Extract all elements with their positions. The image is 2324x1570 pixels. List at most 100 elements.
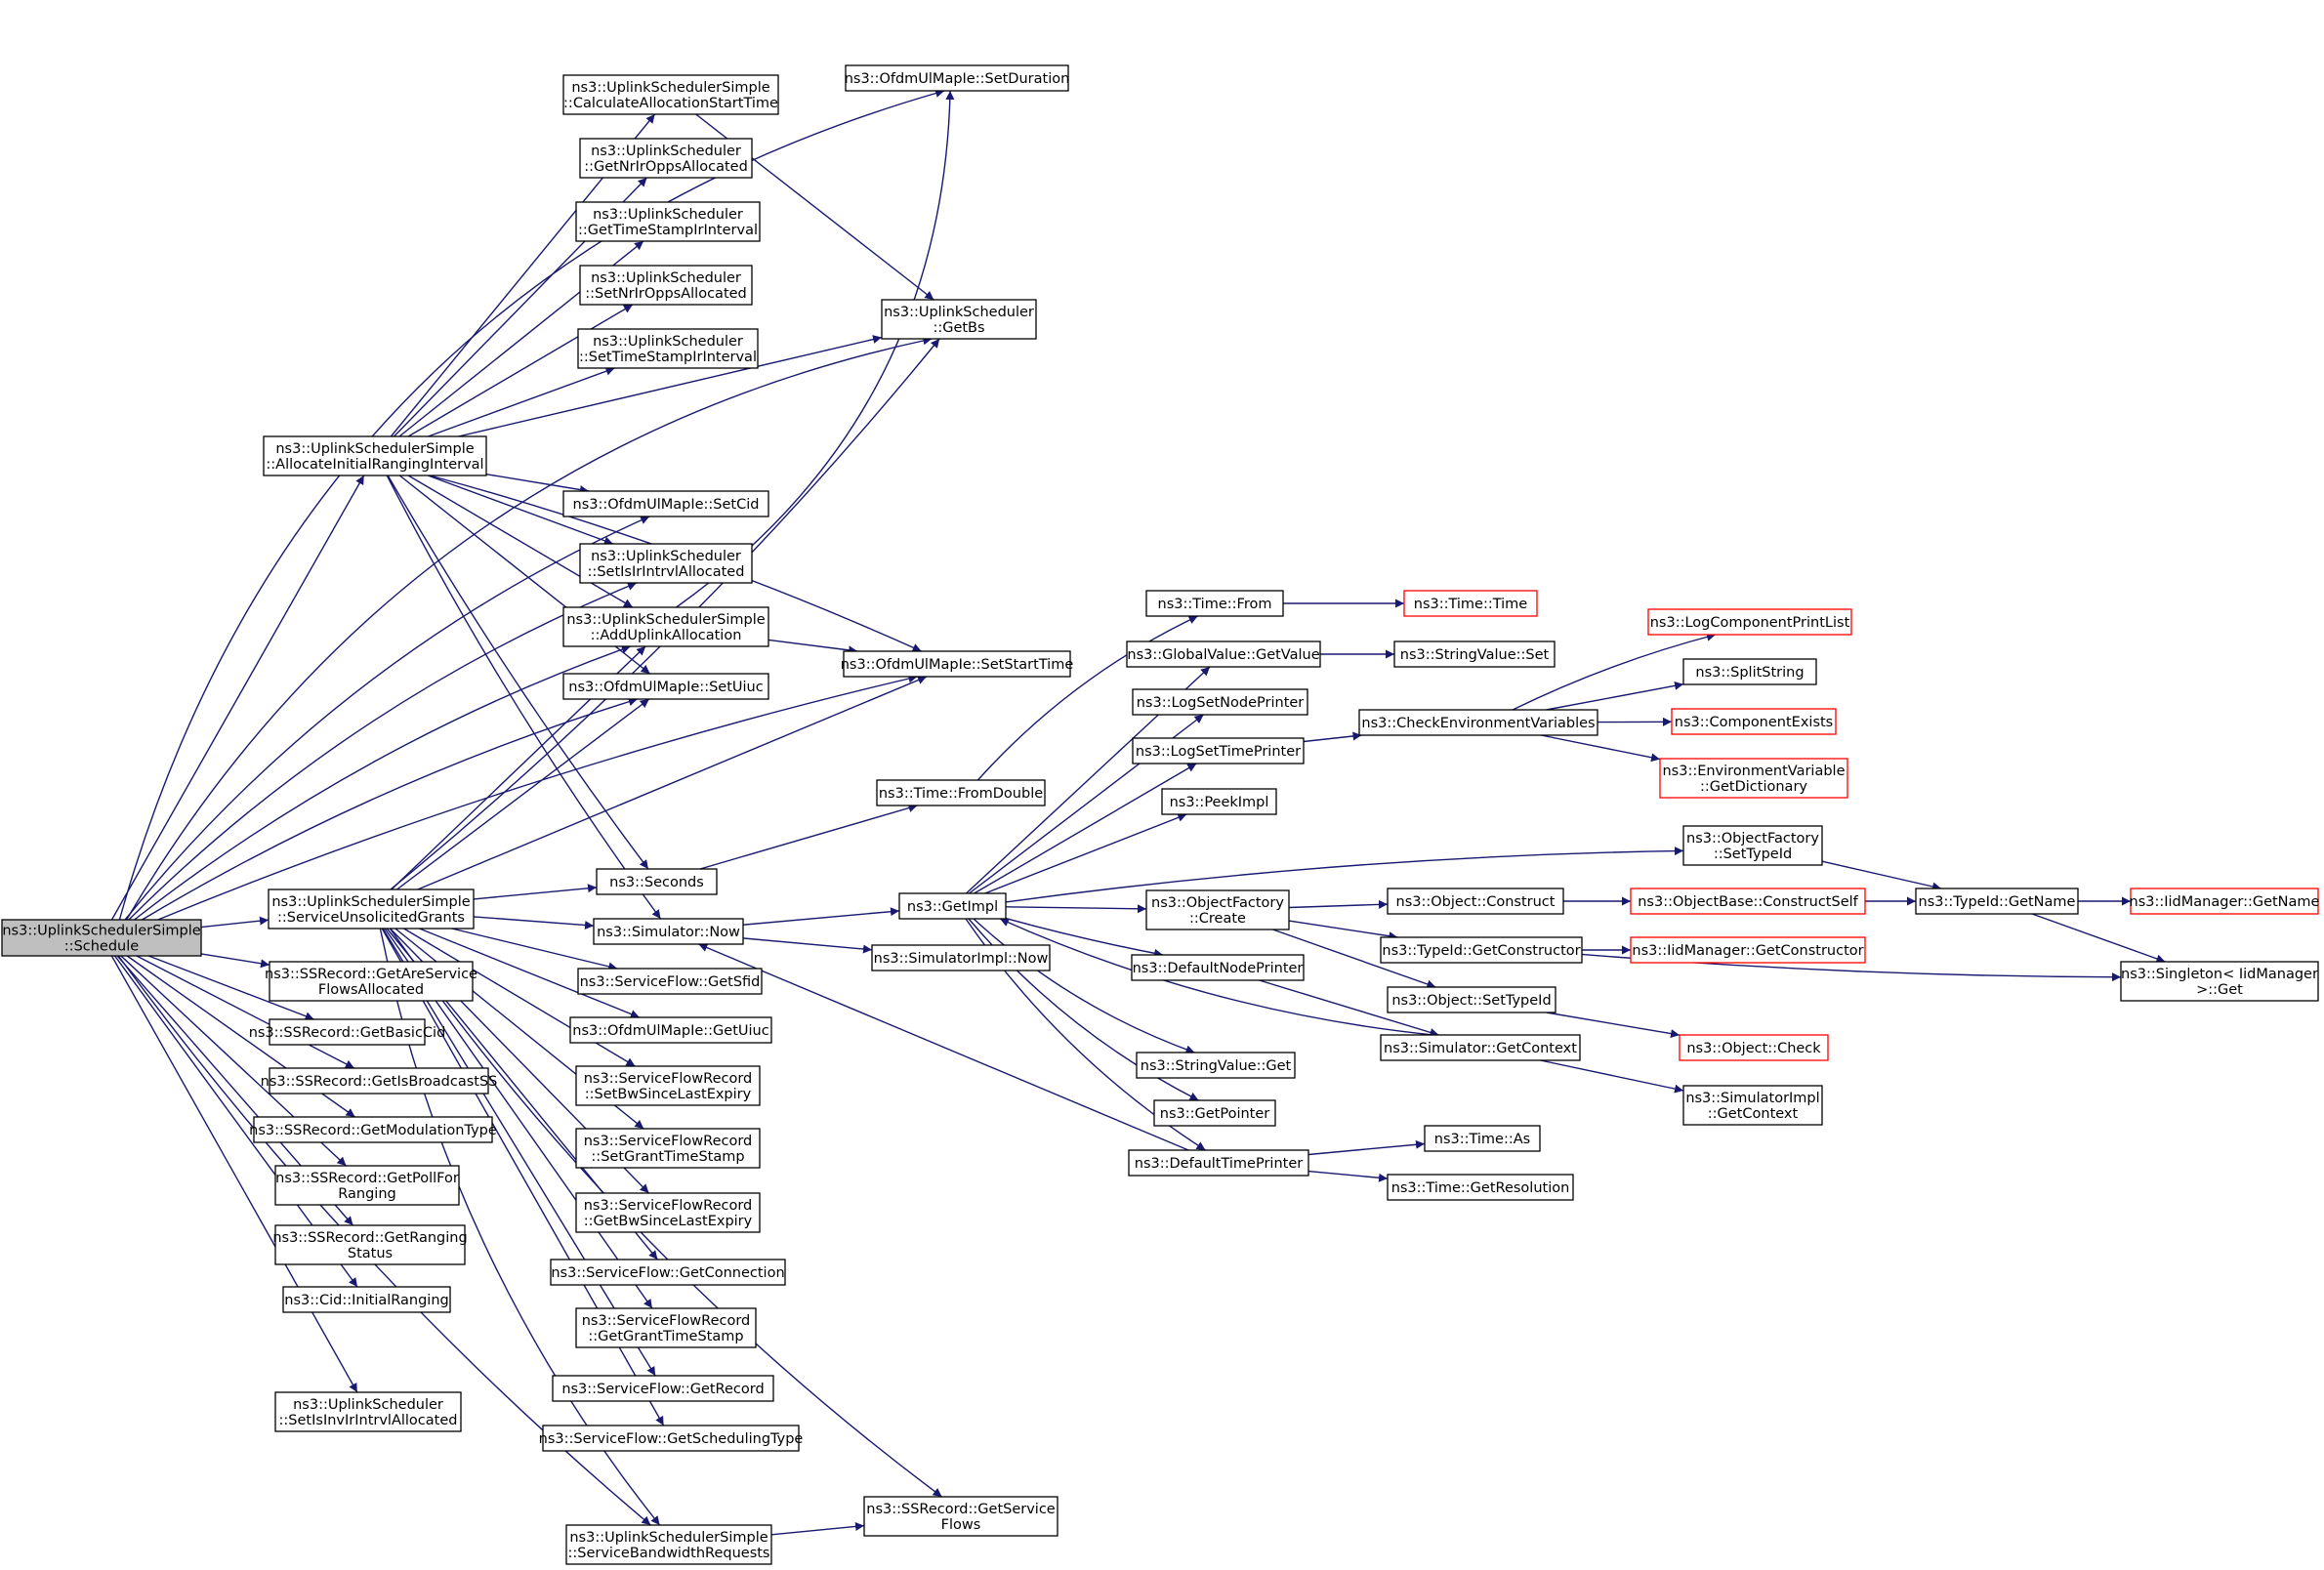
edge-fromDouble-to-timeFrom — [976, 615, 1198, 781]
node-label: ns3::StringValue::Set — [1400, 647, 1550, 663]
node-logPrint[interactable]: ns3::LogComponentPrintList — [1647, 608, 1852, 636]
node-label: ::GetBwSinceLastExpiry — [584, 1214, 753, 1229]
node-getImpl[interactable]: ns3::GetImpl — [898, 892, 1007, 920]
edge-allocInit-to-setIsIr — [427, 475, 614, 546]
node-box — [1161, 788, 1277, 815]
node-label: >::Get — [2196, 982, 2243, 998]
node-objCheck[interactable]: ns3::Object::Check — [1679, 1034, 1829, 1061]
node-getRecord[interactable]: ns3::ServiceFlow::GetRecord — [552, 1375, 774, 1402]
node-defNode[interactable]: ns3::DefaultNodePrinter — [1131, 954, 1305, 981]
node-logTime[interactable]: ns3::LogSetTimePrinter — [1132, 737, 1305, 764]
node-getGrant[interactable]: ns3::ServiceFlowRecord::GetGrantTimeStam… — [575, 1307, 757, 1348]
node-iidGetCtor[interactable]: ns3::IidManager::GetConstructor — [1630, 936, 1866, 964]
node-getBasicCid[interactable]: ns3::SSRecord::GetBasicCid — [249, 1018, 446, 1046]
node-box — [552, 1375, 774, 1402]
node-tidGetCtor[interactable]: ns3::TypeId::GetConstructor — [1380, 936, 1583, 964]
edge-logTime-to-checkEnv — [1303, 731, 1362, 743]
edge-defTime-to-timeAs — [1307, 1139, 1426, 1156]
node-getAreService[interactable]: ns3::SSRecord::GetAreServiceFlowsAllocat… — [265, 961, 477, 1002]
node-serviceUnsol[interactable]: ns3::UplinkSchedulerSimple::ServiceUnsol… — [268, 888, 475, 930]
node-allocInit[interactable]: ns3::UplinkSchedulerSimple::AllocateInit… — [263, 435, 487, 476]
node-compExists[interactable]: ns3::ComponentExists — [1671, 708, 1837, 735]
node-singletonGet[interactable]: ns3::Singleton< IidManager>::Get — [2120, 961, 2319, 1002]
node-timeAs[interactable]: ns3::Time::As — [1424, 1125, 1541, 1152]
node-setUiuc[interactable]: ns3::OfdmUlMapIe::SetUiuc — [562, 673, 769, 700]
node-ofCreate[interactable]: ns3::ObjectFactory::Create — [1145, 889, 1290, 930]
node-peekImpl[interactable]: ns3::PeekImpl — [1161, 788, 1277, 815]
node-checkEnv[interactable]: ns3::CheckEnvironmentVariables — [1358, 709, 1598, 736]
node-label: ns3::StringValue::Get — [1141, 1058, 1292, 1074]
edge-allocInit-to-simNow — [386, 475, 662, 920]
node-getBs[interactable]: ns3::UplinkScheduler::GetBs — [881, 299, 1037, 340]
node-splitString[interactable]: ns3::SplitString — [1682, 658, 1817, 685]
node-label: ns3::ComponentExists — [1675, 715, 1834, 730]
node-getModulation[interactable]: ns3::SSRecord::GetModulationType — [249, 1116, 497, 1143]
node-cidInit[interactable]: ns3::Cid::InitialRanging — [282, 1286, 451, 1313]
node-objSetTypeId[interactable]: ns3::Object::SetTypeId — [1387, 986, 1556, 1013]
node-timeRes[interactable]: ns3::Time::GetResolution — [1387, 1174, 1574, 1201]
edge-checkEnv-to-envDict — [1541, 734, 1661, 763]
node-simGetCtx[interactable]: ns3::Simulator::GetContext — [1380, 1034, 1581, 1061]
node-timeFrom[interactable]: ns3::Time::From — [1145, 590, 1284, 617]
node-box — [1145, 590, 1284, 617]
node-fromDouble[interactable]: ns3::Time::FromDouble — [876, 779, 1046, 806]
node-setCid[interactable]: ns3::OfdmUlMapIe::SetCid — [562, 490, 769, 517]
node-getNrIr[interactable]: ns3::UplinkScheduler::GetNrIrOppsAllocat… — [579, 138, 753, 179]
node-seconds[interactable]: ns3::Seconds — [596, 868, 718, 895]
node-setBwSince[interactable]: ns3::ServiceFlowRecord::SetBwSinceLastEx… — [575, 1065, 761, 1106]
node-schedule[interactable]: ns3::UplinkSchedulerSimple::Schedule — [1, 919, 202, 957]
node-box — [1387, 1174, 1574, 1201]
edge-seconds-to-fromDouble — [699, 804, 918, 870]
node-getConnection[interactable]: ns3::ServiceFlow::GetConnection — [550, 1259, 786, 1286]
node-setStart[interactable]: ns3::OfdmUlMapIe::SetStartTime — [841, 650, 1074, 678]
node-getSched[interactable]: ns3::ServiceFlow::GetSchedulingType — [539, 1425, 804, 1452]
node-setIsIr[interactable]: ns3::UplinkScheduler::SetIsIrIntrvlAlloc… — [579, 543, 753, 584]
node-box — [269, 1018, 426, 1046]
edge-allocInit-to-getBs — [458, 335, 883, 437]
node-box — [1682, 1085, 1823, 1126]
node-setGrant[interactable]: ns3::ServiceFlowRecord::SetGrantTimeStam… — [575, 1128, 761, 1169]
edge-checkEnv-to-splitString — [1546, 681, 1684, 711]
node-simImplNow[interactable]: ns3::SimulatorImpl::Now — [871, 944, 1051, 971]
node-layer: ns3::UplinkSchedulerSimple::Schedulens3:… — [1, 64, 2320, 1565]
node-timeTime[interactable]: ns3::Time::Time — [1403, 590, 1538, 617]
node-label: ::GetNrIrOppsAllocated — [584, 159, 748, 175]
node-svSet[interactable]: ns3::StringValue::Set — [1393, 640, 1556, 668]
node-calcAlloc[interactable]: ns3::UplinkSchedulerSimple::CalculateAll… — [562, 74, 779, 115]
node-gvGetValue[interactable]: ns3::GlobalValue::GetValue — [1126, 640, 1321, 668]
node-label: ns3::Object::Check — [1686, 1041, 1821, 1056]
node-box — [1136, 1052, 1296, 1079]
edge-defTime-to-simNow — [698, 943, 1189, 1151]
node-tidGetName[interactable]: ns3::TypeId::GetName — [1915, 888, 2079, 915]
node-objConstruct[interactable]: ns3::Object::Construct — [1387, 888, 1564, 915]
node-label: ns3::UplinkSchedulerSimple — [2, 924, 200, 939]
node-getSfid[interactable]: ns3::ServiceFlow::GetSfid — [577, 968, 763, 995]
node-setIsInv[interactable]: ns3::UplinkScheduler::SetIsInvIrIntrvlAl… — [274, 1391, 462, 1432]
node-getTimeStamp[interactable]: ns3::UplinkScheduler::GetTimeStampIrInte… — [575, 201, 761, 242]
node-getBwSince[interactable]: ns3::ServiceFlowRecord::GetBwSinceLastEx… — [575, 1192, 761, 1233]
node-simNow[interactable]: ns3::Simulator::Now — [593, 918, 744, 945]
node-getIsBroadcast[interactable]: ns3::SSRecord::GetIsBroadcastSS — [261, 1067, 498, 1095]
node-simImplGetCtx[interactable]: ns3::SimulatorImpl::GetContext — [1682, 1085, 1823, 1126]
node-getUiuc[interactable]: ns3::OfdmUlMapIe::GetUiuc — [569, 1016, 772, 1044]
node-obConstructSelf[interactable]: ns3::ObjectBase::ConstructSelf — [1630, 888, 1866, 915]
node-ofSetTypeId[interactable]: ns3::ObjectFactory::SetTypeId — [1682, 825, 1823, 866]
node-envDict[interactable]: ns3::EnvironmentVariable::GetDictionary — [1659, 758, 1848, 799]
node-svGet[interactable]: ns3::StringValue::Get — [1136, 1052, 1296, 1079]
node-serviceBw[interactable]: ns3::UplinkSchedulerSimple::ServiceBandw… — [565, 1524, 772, 1565]
node-addUplink[interactable]: ns3::UplinkSchedulerSimple::AddUplinkAll… — [562, 606, 769, 647]
node-defTime[interactable]: ns3::DefaultTimePrinter — [1128, 1149, 1309, 1177]
node-setNrIr[interactable]: ns3::UplinkScheduler::SetNrIrOppsAllocat… — [579, 265, 753, 306]
node-getPointer[interactable]: ns3::GetPointer — [1153, 1099, 1276, 1127]
node-box — [845, 64, 1069, 92]
node-setDuration[interactable]: ns3::OfdmUlMapIe::SetDuration — [845, 64, 1070, 92]
node-logNode[interactable]: ns3::LogSetNodePrinter — [1132, 688, 1308, 716]
node-iidGetName[interactable]: ns3::IidManager::GetName — [2130, 888, 2320, 915]
edge-serviceUnsol-to-setStart — [417, 676, 928, 890]
edge-ofCreate-to-objSetTypeId — [1272, 929, 1436, 989]
edge-simNow-to-simImplNow — [742, 937, 873, 954]
node-setTimeStamp[interactable]: ns3::UplinkScheduler::SetTimeStampIrInte… — [577, 328, 759, 369]
